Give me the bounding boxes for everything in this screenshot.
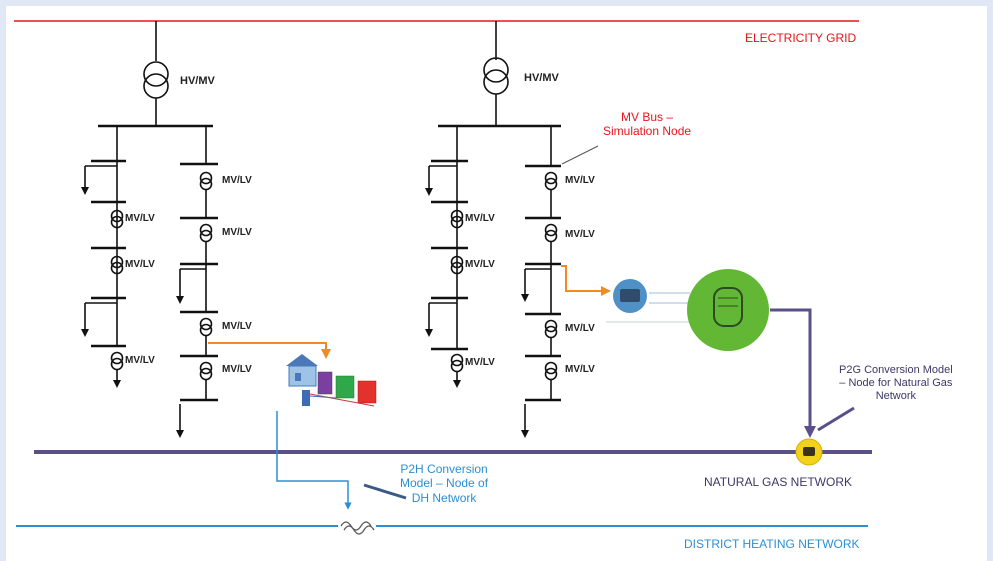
p2g-annotation: P2G Conversion Model – Node for Natural …: [839, 364, 953, 404]
p2h-annotation: P2H Conversion Model – Node of DH Networ…: [400, 462, 488, 505]
hv-mv-label-left: HV/MV: [180, 75, 215, 87]
mv-bus-label: MV Bus – Simulation Node: [603, 110, 691, 139]
p2g-annotation-line2: – Node for Natural Gas: [839, 377, 953, 390]
mvlv-label: MV/LV: [465, 213, 495, 224]
mvlv-label: MV/LV: [125, 213, 155, 224]
mvlv-label: MV/LV: [125, 355, 155, 366]
dh-node-icon: [340, 521, 375, 535]
diagram-canvas: ELECTRICITY GRID HV/MV HV/MV MV Bus – Si…: [6, 6, 987, 561]
mvlv-label: MV/LV: [222, 227, 252, 238]
p2g-purple-link: [770, 308, 816, 438]
mvlv-label: MV/LV: [565, 323, 595, 334]
p2g-annotation-line3: Network: [875, 390, 917, 403]
p2h-pointer: [363, 483, 407, 500]
left-feeder: [81, 21, 218, 438]
p2h-orange-link: [208, 342, 331, 359]
p2h-blue-pipe: [276, 411, 352, 510]
p2g-annotation-line1: P2G Conversion Model: [839, 364, 953, 376]
mv-bus-pointer: [561, 145, 599, 165]
mvlv-label: MV/LV: [565, 364, 595, 375]
mvlv-label: MV/LV: [565, 175, 595, 186]
p2g-system-illustration: [606, 269, 769, 351]
p2h-annotation-line2: Model – Node of: [400, 476, 489, 491]
p2h-house-illustration: [286, 354, 377, 407]
electricity-grid-label: ELECTRICITY GRID: [745, 31, 857, 45]
mvlv-label: MV/LV: [222, 175, 252, 186]
natural-gas-network-label: NATURAL GAS NETWORK: [704, 475, 853, 489]
hv-mv-transformer-right-icon: [483, 57, 509, 83]
hv-mv-label-right: HV/MV: [524, 72, 559, 84]
mvlv-label: MV/LV: [465, 259, 495, 270]
district-heating-network-label: DISTRICT HEATING NETWORK: [684, 537, 860, 551]
mvlv-label: MV/LV: [125, 259, 155, 270]
right-feeder: [425, 21, 561, 438]
mvlv-label: MV/LV: [565, 229, 595, 240]
mvlv-label: MV/LV: [222, 364, 252, 375]
p2g-orange-link: [561, 265, 611, 296]
p2g-pointer: [817, 406, 855, 432]
p2h-annotation-line3: DH Network: [411, 490, 477, 505]
mvlv-label: MV/LV: [465, 357, 495, 368]
mvlv-label: MV/LV: [222, 321, 252, 332]
hv-mv-transformer-left-icon: [143, 61, 169, 87]
p2h-annotation-line1: P2H Conversion: [400, 462, 488, 476]
gas-node-inner: [803, 447, 815, 456]
mv-bus-label-line1: MV Bus –: [621, 110, 674, 124]
mv-bus-label-line2: Simulation Node: [603, 124, 692, 139]
diagram-drawing: [14, 20, 872, 535]
